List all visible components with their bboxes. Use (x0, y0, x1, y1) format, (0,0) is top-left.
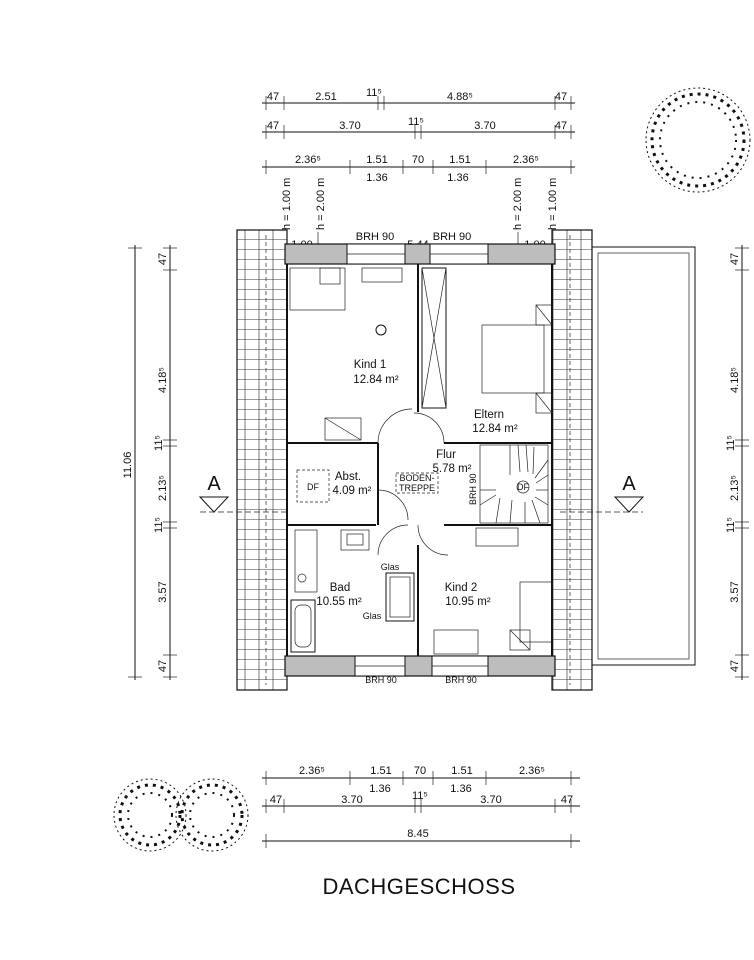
dim-bottom-r2-2: 11⁵ (412, 790, 428, 802)
dim-bottom-r1-1: 1.51 (370, 765, 391, 777)
roof-right (551, 229, 593, 691)
bodentreppe-box (395, 472, 439, 494)
dim-bottom-r1-3: 1.51 (451, 765, 472, 777)
dim-top-r3-4: 2.36⁵ (513, 154, 539, 166)
df-label-1: DF (307, 482, 319, 492)
dim-right-6: 47 (729, 660, 741, 672)
dim-top-r3-0: 2.36⁵ (295, 154, 321, 166)
dim-bottom-r1-4: 2.36⁵ (519, 765, 545, 777)
dim-top-r1-0: 47 (267, 91, 279, 103)
room-eltern-area: 12.84 m² (472, 423, 518, 435)
brh-top-right: BRH 90 (433, 231, 472, 243)
height-label-3: h = 1.00 m (547, 178, 559, 230)
dim-right-0: 47 (729, 253, 741, 265)
section-marker-right: A (560, 473, 645, 513)
right-dimension-chains: 47 4.18⁵ 11⁵ 2.13⁵ 11⁵ 3.57 47 (725, 245, 749, 680)
tree-icon (113, 778, 187, 852)
bodentreppe-label-2: TREPPE (399, 483, 435, 493)
dim-right-3: 2.13⁵ (729, 475, 741, 501)
room-bad-area: 10.55 m² (316, 596, 362, 608)
dim-bottom-r2-0: 47 (270, 794, 282, 806)
stair (479, 444, 549, 524)
room-kind1-area: 12.84 m² (353, 374, 399, 386)
room-abst-area: 4.09 m² (333, 485, 372, 497)
room-kind1-name: Kind 1 (354, 359, 387, 371)
shower (385, 572, 415, 622)
left-dimension-chains: 11.06 47 4.18⁵ 11⁵ 2.13⁵ 11⁵ 3.57 47 (122, 245, 177, 680)
roof-left (236, 229, 288, 691)
dim-top-r1-4: 47 (555, 91, 567, 103)
dim-top-r1-1: 2.51 (315, 91, 336, 103)
dim-right-5: 3.57 (729, 581, 741, 602)
glas-label-1: Glas (381, 562, 400, 572)
bodentreppe-label-1: BODEN- (399, 473, 434, 483)
dim-top-r3-1: 1.51 (366, 154, 387, 166)
dim-top-r3-3: 1.51 (449, 154, 470, 166)
df-box-2 (516, 480, 530, 494)
building: DF BODEN- TREPPE DF BRH 90 (236, 229, 696, 691)
dim-left-6: 47 (157, 660, 169, 672)
height-label-2: h = 2.00 m (512, 178, 524, 230)
dim-bottom-total: 8.45 (407, 828, 428, 840)
dim-bottom-r1-lower-1: 1.36 (450, 783, 471, 795)
dim-left-2: 11⁵ (153, 435, 165, 451)
dim-bottom-r1-0: 2.36⁵ (299, 765, 325, 777)
page-title: DACHGESCHOSS (322, 874, 515, 899)
dim-top-r2-4: 47 (555, 120, 567, 132)
room-kind2-name: Kind 2 (445, 582, 478, 594)
tree-icon (175, 778, 249, 852)
height-label-0: h = 1.00 m (281, 178, 293, 230)
dim-top-r3-lower-1: 1.36 (447, 172, 468, 184)
height-label-1: h = 2.00 m (315, 178, 327, 230)
dim-bottom-r1-2: 70 (414, 765, 426, 777)
brh-bottom-left: BRH 90 (365, 675, 397, 685)
room-bad-name: Bad (330, 582, 350, 594)
top-dimension-chains: 47 2.51 11⁵ 4.88⁵ 47 47 3.70 11⁵ 3.70 47… (262, 87, 575, 262)
dim-top-r2-1: 3.70 (339, 120, 360, 132)
room-flur-name: Flur (436, 449, 456, 461)
dim-left-4: 11⁵ (153, 517, 165, 533)
dim-top-r3-2: 70 (412, 154, 424, 166)
dim-top-r2-3: 3.70 (474, 120, 495, 132)
section-letter-right: A (622, 473, 636, 495)
brh-bottom-right: BRH 90 (445, 675, 477, 685)
room-eltern-name: Eltern (474, 409, 504, 421)
door-kind1 (377, 408, 413, 444)
brh-top-left: BRH 90 (356, 231, 395, 243)
room-abst-name: Abst. (335, 471, 361, 483)
room-flur-area: 5.78 m² (433, 463, 472, 475)
dim-right-2: 11⁵ (725, 435, 737, 451)
dormer-outline (591, 246, 696, 666)
dim-top-r2-0: 47 (267, 120, 279, 132)
dim-right-4: 11⁵ (725, 517, 737, 533)
dim-top-r2-2: 11⁵ (408, 116, 424, 128)
dim-left-total: 11.06 (122, 452, 134, 479)
dim-top-r1-3: 4.88⁵ (447, 91, 473, 103)
dim-left-5: 3.57 (157, 581, 169, 602)
dim-top-r1-2: 11⁵ (366, 87, 382, 99)
glas-label-2: Glas (363, 611, 382, 621)
df-box-1 (296, 469, 330, 503)
dim-right-1: 4.18⁵ (729, 367, 741, 393)
dim-left-1: 4.18⁵ (157, 367, 169, 393)
tree-icon (645, 87, 751, 193)
df-label-2: DF (517, 482, 529, 492)
room-kind2-area: 10.95 m² (445, 596, 491, 608)
brh-stair: BRH 90 (468, 473, 478, 505)
dim-left-3: 2.13⁵ (157, 475, 169, 501)
door-eltern (413, 412, 445, 444)
dim-bottom-r2-4: 47 (561, 794, 573, 806)
dim-top-r3-lower-0: 1.36 (366, 172, 387, 184)
dim-bottom-r2-3: 3.70 (480, 794, 501, 806)
dim-bottom-r1-lower-0: 1.36 (369, 783, 390, 795)
section-marker-left: A (198, 473, 290, 513)
dim-bottom-r2-1: 3.70 (341, 794, 362, 806)
bottom-dimension-chains: 2.36⁵ 1.51 70 1.51 2.36⁵ 1.36 1.36 47 3.… (262, 765, 580, 848)
dim-left-0: 47 (157, 253, 169, 265)
section-letter-left: A (207, 473, 221, 495)
